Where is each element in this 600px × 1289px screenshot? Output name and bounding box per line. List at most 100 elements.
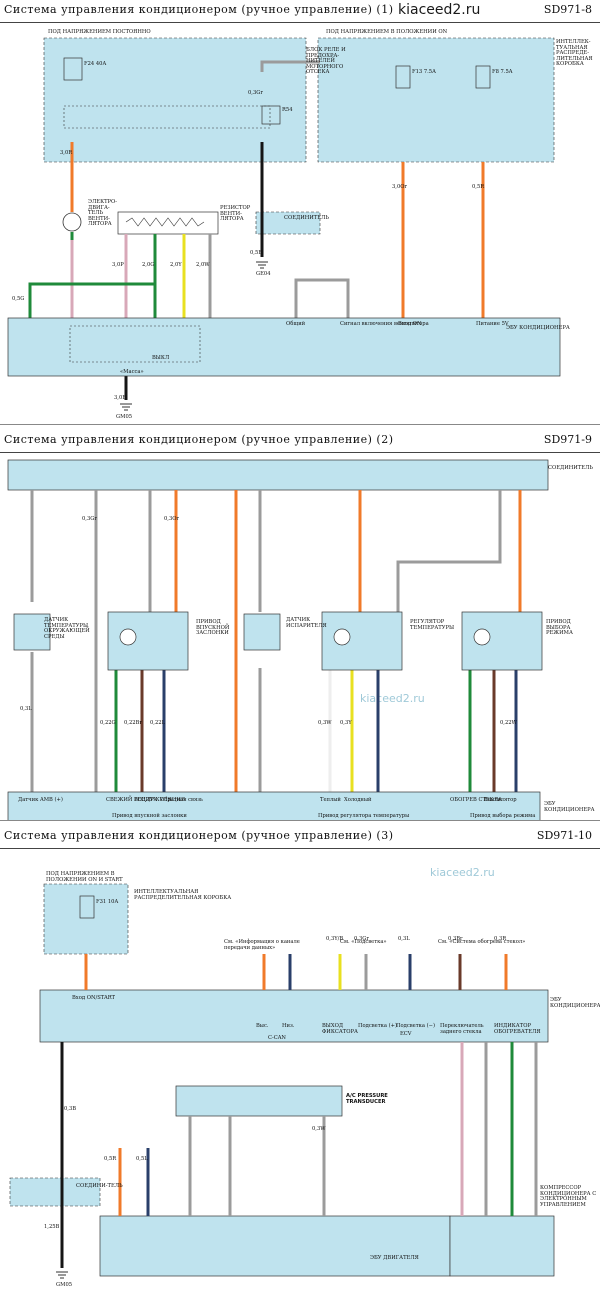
- fuse-1: [63, 57, 83, 81]
- mode-actuator: [461, 611, 543, 671]
- site-watermark-3: kiaceed2.ru: [430, 866, 495, 879]
- section-2-code: SD971-9: [543, 433, 592, 446]
- pin-signal-label: Сигнал включения вентилятора: [340, 321, 429, 327]
- ground-3-icon: [56, 1271, 68, 1279]
- section-1-diagram: [7, 37, 561, 411]
- ecv-label: ECV: [400, 1031, 412, 1037]
- pin-light-minus-label: Подсветка (−): [396, 1023, 435, 1029]
- wire-05r: 0,5R: [472, 184, 485, 190]
- on-start-label: ПОД НАПРЯЖЕНИЕМ В ПОЛОЖЕНИИ ON И START: [46, 871, 123, 883]
- wire-3-03br: 0,3Br: [448, 936, 463, 942]
- wire-3-03b: 0,3B: [64, 1106, 77, 1112]
- ground-2-label: GM05: [116, 414, 133, 420]
- mode-actuator-label: ПРИВОД ВЫБОРА РЕЖИМА: [546, 619, 573, 637]
- blower-resistor: [117, 211, 219, 235]
- pin-cold-label: Холодный: [344, 797, 372, 803]
- pin-low-label: Низ.: [282, 1023, 295, 1029]
- relay-box-label: БЛОК РЕЛЕ И ПРЕДОХРА-НИТЕЛЕЙ МОТОРНОГО О…: [306, 47, 346, 76]
- ecu-2-label: ЭБУ КОНДИЦИОНЕРА: [544, 801, 595, 813]
- compressor-panel: [449, 1215, 555, 1277]
- fuse-1-label: F24 40A: [84, 61, 107, 67]
- pin-fresh-label: СВЕЖИЙ ВОЗДУХ: [106, 797, 158, 803]
- always-power-label: ПОД НАПРЯЖЕНИЕМ ПОСТОЯННО: [48, 29, 151, 35]
- section-3-title: Система управления кондиционером (ручное…: [4, 829, 394, 842]
- intake-actuator-label: ПРИВОД ВПУСКНОЙ ЗАСЛОНКИ: [196, 619, 230, 637]
- pin-defrost-label: ОБОГРЕВ СТЕКЛА: [450, 797, 502, 803]
- ecu-switch: [69, 325, 201, 363]
- wire-3-03r: 0,3R: [494, 936, 507, 942]
- pin-feedback-label: Обратная связь: [160, 797, 203, 803]
- fuse-2-label: F13 7.5A: [412, 69, 436, 75]
- wire-3-03gr: 0,3Gr: [354, 936, 369, 942]
- wire-2-03y: 0,3Y: [340, 720, 352, 726]
- wire-30p: 3,0P: [112, 262, 124, 268]
- ground-1-icon: [256, 261, 268, 269]
- wire-2-03or: 0,3Or: [164, 516, 179, 522]
- connector-label: СОЕДИНИТЕЛЬ: [284, 215, 329, 221]
- off-label: ВЫКЛ: [152, 355, 170, 361]
- pin-on-start-label: Вход ON/START: [72, 995, 115, 1001]
- wire-2-03w: 0,3W: [318, 720, 332, 726]
- blower-motor: [62, 212, 82, 232]
- ecu-3-label: ЭБУ КОНДИЦИОНЕРА: [550, 997, 600, 1009]
- section-1-title: Система управления кондиционером (ручное…: [4, 3, 394, 16]
- info-defog-label: См. «Система обогрева стекол»: [438, 939, 526, 945]
- temp-motor-icon: [333, 628, 351, 646]
- wire-05b: 0,5B: [250, 250, 263, 256]
- section-3: Система управления кондиционером (ручное…: [0, 826, 600, 1288]
- wire-03gr-1: 0,3Gr: [248, 90, 263, 96]
- evap-sensor: [243, 613, 281, 651]
- wire-2-03l: 0,3L: [20, 706, 32, 712]
- wire-3-03l: 0,3L: [398, 936, 410, 942]
- section-3-title-bar: Система управления кондиционером (ручное…: [0, 826, 600, 849]
- section-2-diagram: [7, 459, 549, 823]
- ccan-label: C-CAN: [268, 1035, 286, 1041]
- wire-2-022w: 0,22W: [500, 720, 517, 726]
- relay-r54: [261, 105, 281, 125]
- wire-3-03y: 0,3Y/B: [326, 936, 344, 942]
- wire-20g: 2,0G: [142, 262, 155, 268]
- wire-2-022g: 0,22G: [100, 720, 116, 726]
- ecu-panel-1: [7, 317, 561, 377]
- pin-vent-label: Вентилятор: [484, 797, 517, 803]
- site-watermark-2: kiaceed2.ru: [360, 692, 425, 705]
- connector-3-panel: [9, 1177, 101, 1207]
- resistor-label: РЕЗИСТОР ВЕНТИ-ЛЯТОРА: [220, 205, 251, 223]
- wire-2-022l: 0,22L: [150, 720, 165, 726]
- group-2-label: Привод регулятора температуры: [318, 813, 410, 819]
- smart-junction-label: ИНТЕЛЛЕК-ТУАЛЬНАЯ РАСПРЕДЕ-ЛИТЕЛЬНАЯ КОР…: [556, 39, 593, 68]
- on-power-label: ПОД НАПРЯЖЕНИЕМ В ПОЛОЖЕНИИ ON: [326, 29, 448, 35]
- on-start-panel: [43, 883, 129, 955]
- pin-common-label: Общий: [286, 321, 306, 327]
- ecm-label: ЭБУ ДВИГАТЕЛЯ: [370, 1255, 419, 1261]
- wire-20y: 2,0Y: [170, 262, 182, 268]
- compressor-label: КОМПРЕССОР КОНДИЦИОНЕРА С ЭЛЕКТРОННЫМ УП…: [540, 1185, 597, 1208]
- evap-sensor-label: ДАТЧИК ИСПАРИТЕЛЯ: [286, 617, 327, 629]
- mass-label-1: «Масса»: [120, 369, 144, 375]
- pin-fixator-label: ВЫХОД ФИКСАТОРА: [322, 1023, 358, 1035]
- temp-regulator-label: РЕГУЛЯТОР ТЕМПЕРАТУРЫ: [410, 619, 455, 631]
- section-1: Система управления кондиционером (ручное…: [0, 0, 600, 430]
- wire-30r: 3,0R: [60, 150, 73, 156]
- wire-2-022br: 0,22Br: [124, 720, 142, 726]
- sensor-panel: [175, 1085, 343, 1117]
- smart-junction-3-label: ИНТЕЛЛЕКТУАЛЬНАЯ РАСПРЕДЕЛИТЕЛЬНАЯ КОРОБ…: [134, 889, 232, 901]
- connector-3-label: СОЕДИНИ-ТЕЛЬ: [76, 1183, 123, 1189]
- wire-3-03w: 0,3W: [312, 1126, 326, 1132]
- section-2-title-bar: Система управления кондиционером (ручное…: [0, 430, 600, 453]
- wire-3-125b: 1,25B: [44, 1224, 60, 1230]
- wire-2-03gr: 0,3Gr: [82, 516, 97, 522]
- connector-2-label: СОЕДИНИТЕЛЬ: [548, 465, 593, 471]
- ground-1-label: GE04: [256, 271, 271, 277]
- sensor-label: A/C PRESSURE TRANSDUCER: [346, 1093, 388, 1105]
- pin-5v-label: Питание 5V: [476, 321, 509, 327]
- wire-20w: 2,0W: [196, 262, 210, 268]
- ambient-sensor-label: ДАТЧИК ТЕМПЕРАТУРЫ ОКРУЖАЮЩЕЙ СРЕДЫ: [44, 617, 90, 640]
- wire-3-05r: 0,5R: [104, 1156, 117, 1162]
- group-1-label: Привод впускной заслонки: [112, 813, 187, 819]
- pin-light-plus-label: Подсветка (+): [358, 1023, 397, 1029]
- info-light-label: См. «Подсветка»: [340, 939, 387, 945]
- relay-contact: [63, 105, 271, 129]
- fuse-3: [475, 65, 491, 89]
- ground-2-icon: [120, 403, 132, 411]
